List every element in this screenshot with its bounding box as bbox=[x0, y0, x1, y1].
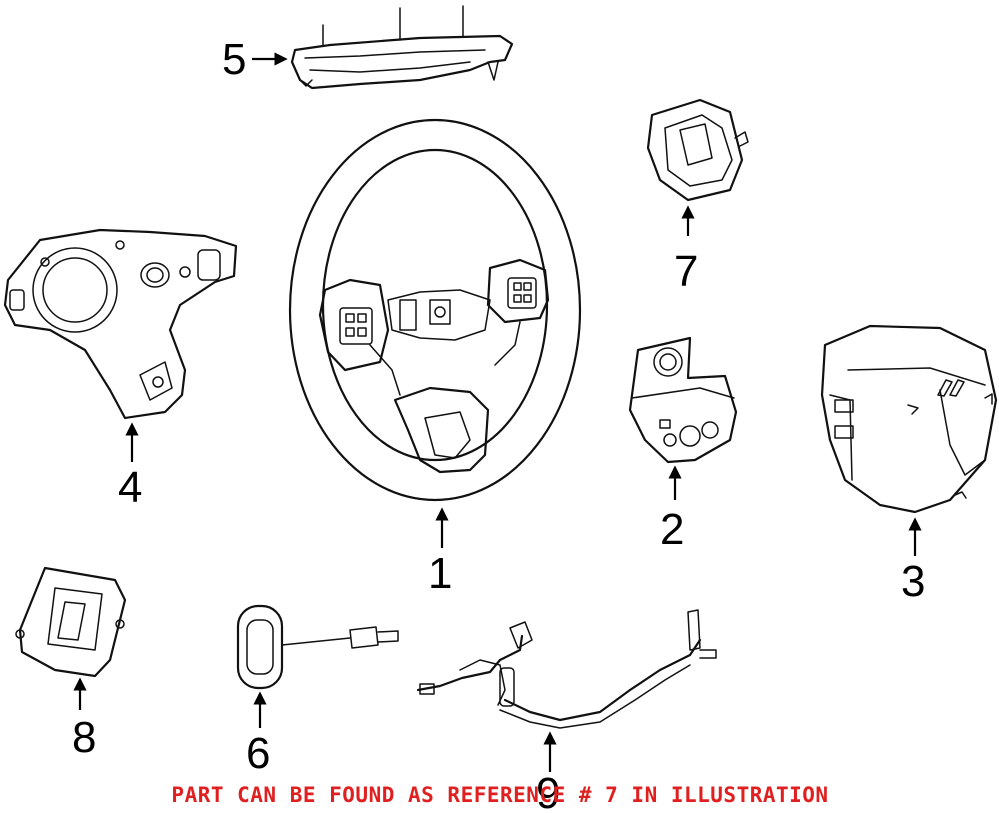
part-9-wiring-harness bbox=[416, 609, 717, 729]
callout-1-label: 1 bbox=[428, 549, 452, 598]
callout-6: 6 bbox=[246, 691, 270, 778]
callout-5: 5 bbox=[222, 35, 288, 84]
callout-7-label: 7 bbox=[674, 247, 698, 296]
callout-2: 2 bbox=[660, 465, 684, 554]
callout-6-label: 6 bbox=[246, 729, 270, 778]
part-5-bezel bbox=[290, 5, 514, 90]
part-1-steering-wheel bbox=[288, 118, 582, 502]
part-4-rear-cover bbox=[3, 228, 238, 420]
callout-5-label: 5 bbox=[222, 35, 246, 84]
callout-8-label: 8 bbox=[72, 713, 96, 762]
part-3-airbag bbox=[820, 324, 998, 514]
callout-3: 3 bbox=[901, 517, 925, 606]
part-6-horn-switch bbox=[236, 604, 399, 690]
callout-4: 4 bbox=[118, 422, 142, 512]
callout-3-label: 3 bbox=[901, 557, 925, 606]
callout-7: 7 bbox=[674, 205, 698, 296]
callout-1: 1 bbox=[428, 507, 452, 598]
part-2-switch-assembly bbox=[628, 336, 738, 464]
callout-4-label: 4 bbox=[118, 463, 142, 512]
reference-note: PART CAN BE FOUND AS REFERENCE # 7 IN IL… bbox=[171, 783, 828, 807]
part-8-module bbox=[15, 566, 127, 678]
callout-9: 9 bbox=[536, 731, 560, 813]
part-7-switch-module bbox=[646, 98, 749, 202]
callout-8: 8 bbox=[72, 677, 96, 762]
callout-2-label: 2 bbox=[660, 505, 684, 554]
callout-9-label: 9 bbox=[536, 769, 560, 813]
